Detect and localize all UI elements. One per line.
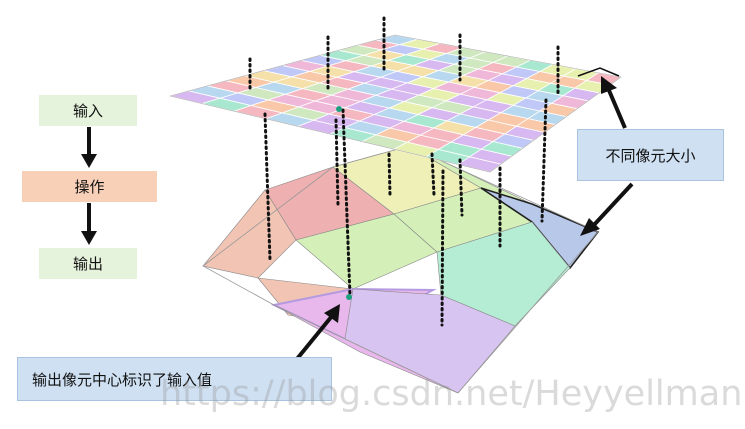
pixel-size-bracket xyxy=(577,67,620,77)
output-cell xyxy=(436,221,571,327)
projection-lines xyxy=(248,16,560,327)
center-value-callout: 输出像元中心标识了输入值 xyxy=(17,357,332,401)
flow-arrows xyxy=(81,127,97,245)
pixel-size-callout: 不同像元大小 xyxy=(577,129,724,181)
output-raster-grid xyxy=(202,145,600,394)
output-cell-highlighted xyxy=(480,187,600,270)
input-step-box: 输入 xyxy=(39,95,137,126)
output-outline xyxy=(202,145,599,394)
center-value-callout-text: 输出像元中心标识了输入值 xyxy=(32,370,213,389)
callout-arrows xyxy=(290,76,634,367)
input-step-label: 输入 xyxy=(72,102,103,120)
input-center-marker xyxy=(336,106,342,112)
output-cell xyxy=(344,288,516,394)
output-step-box: 输出 xyxy=(39,248,137,279)
input-grid-outline xyxy=(169,34,622,173)
pixel-size-callout-text: 不同像元大小 xyxy=(605,146,696,165)
operation-step-box: 操作 xyxy=(22,171,157,202)
output-step-label: 输出 xyxy=(72,255,103,273)
watermark-text: https://blog.csdn.net/Heyyellman xyxy=(160,374,743,414)
operation-step-label: 操作 xyxy=(74,178,105,196)
output-center-marker xyxy=(346,294,352,300)
